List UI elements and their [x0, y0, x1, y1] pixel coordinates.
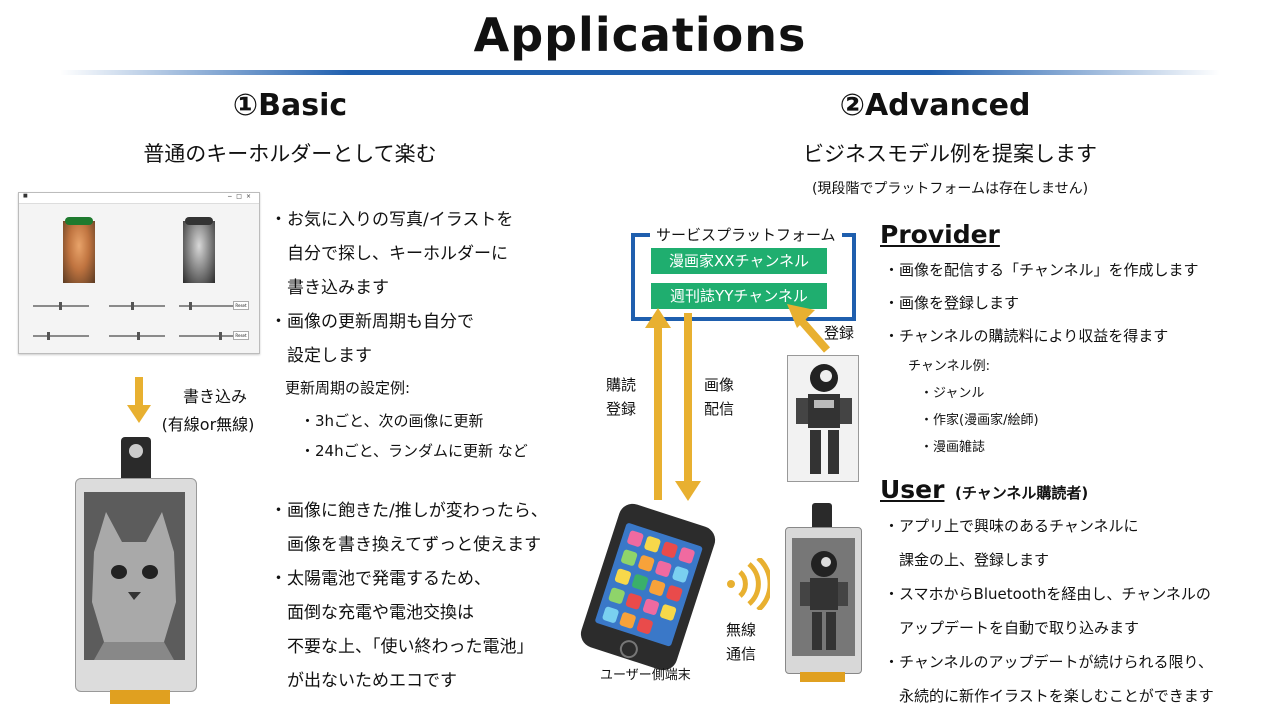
- small-flex-cable: [800, 672, 845, 682]
- provider-examples: ・ジャンル ・作家(漫画家/絵師) ・漫画雑誌: [920, 386, 1039, 455]
- phone-screen: [594, 522, 704, 647]
- robot-keychain-device: [785, 527, 862, 674]
- wireless-label: 無線 通信: [726, 621, 757, 663]
- provider-bullets: ・画像を配信する「チャンネル」を作成します ・画像を登録します ・チャンネルの購…: [884, 261, 1199, 345]
- threshold1-slider: [33, 332, 89, 340]
- basic-heading: ①Basic: [232, 88, 348, 123]
- smartphone-icon: [577, 500, 719, 674]
- reset-button-2: Reset: [233, 331, 249, 340]
- window-controls: −□×: [227, 193, 255, 200]
- basic-bullets-2: ・画像に飽きた/推しが変わったら、 画像を書き換えてずっと使えます ・太陽電池で…: [270, 501, 548, 691]
- register-arrow-icon: [787, 304, 831, 353]
- window-titlebar: ■ −□×: [19, 193, 259, 204]
- wireless-signal-icon: [727, 558, 770, 610]
- brightness-slider: [33, 302, 89, 310]
- keychain-tab: [121, 437, 151, 483]
- advanced-subtitle: ビジネスモデル例を提案します: [803, 142, 1097, 166]
- user-device-label: ユーザー側端末: [600, 668, 691, 683]
- user-heading-note: (チャンネル購読者): [955, 484, 1089, 502]
- write-label: 書き込み: [182, 387, 247, 406]
- subscribe-label: 購読 登録: [606, 376, 637, 418]
- phone-home-button: [617, 637, 641, 661]
- basic-examples-title: 更新周期の設定例:: [270, 379, 411, 397]
- small-keychain-tab: [812, 503, 832, 531]
- provider-heading: Provider: [880, 220, 1000, 249]
- basic-subtitle: 普通のキーホルダーとして楽む: [143, 142, 437, 166]
- channel-manga-artist: 漫画家XXチャンネル: [651, 248, 827, 274]
- deliver-arrow-shaft: [684, 313, 692, 483]
- write-arrow-icon: [127, 405, 151, 423]
- title-divider: [60, 70, 1220, 75]
- platform-label: サービスプラットフォーム: [650, 224, 842, 245]
- basic-bullets-1: ・お気に入りの写真/イラストを 自分で探し、キーホルダーに 書き込みます ・画像…: [270, 210, 514, 366]
- sharpness-slider: [179, 302, 235, 310]
- subscribe-arrow-icon: [645, 308, 671, 328]
- basic-examples: ・3hごと、次の画像に更新 ・24hごと、ランダムに更新 など: [300, 412, 528, 460]
- app-window-screenshot: ■ −□× Reset Reset: [18, 192, 260, 354]
- user-bullets: ・アプリ上で興味のあるチャンネルに 課金の上、登録します ・スマホからBluet…: [884, 517, 1214, 705]
- deliver-label: 画像 配信: [704, 376, 735, 418]
- flex-cable: [110, 690, 170, 704]
- grayscale-cat-image: [183, 217, 215, 283]
- contrast-slider: [109, 302, 165, 310]
- channel-weekly-magazine: 週刊誌YYチャンネル: [651, 283, 827, 309]
- write-arrow-shaft: [135, 377, 143, 407]
- color-cat-image: [63, 217, 95, 283]
- register-label: 登録: [824, 324, 855, 342]
- advanced-heading: ②Advanced: [839, 88, 1031, 123]
- robot-illustration: [787, 355, 859, 482]
- reset-button: Reset: [233, 301, 249, 310]
- threshold3-slider: [179, 332, 235, 340]
- deliver-arrow-icon: [675, 481, 701, 501]
- provider-examples-title: チャンネル例:: [908, 359, 990, 374]
- window-title: ■: [23, 193, 28, 199]
- user-heading: User: [880, 475, 945, 504]
- page-title: Applications: [473, 8, 807, 62]
- threshold2-slider: [109, 332, 165, 340]
- advanced-note: (現段階でプラットフォームは存在しません): [811, 181, 1089, 197]
- write-method-label: (有線or無線): [161, 415, 255, 434]
- subscribe-arrow-shaft: [654, 326, 662, 500]
- epaper-screen: [84, 492, 185, 660]
- cat-portrait-image: [84, 492, 185, 660]
